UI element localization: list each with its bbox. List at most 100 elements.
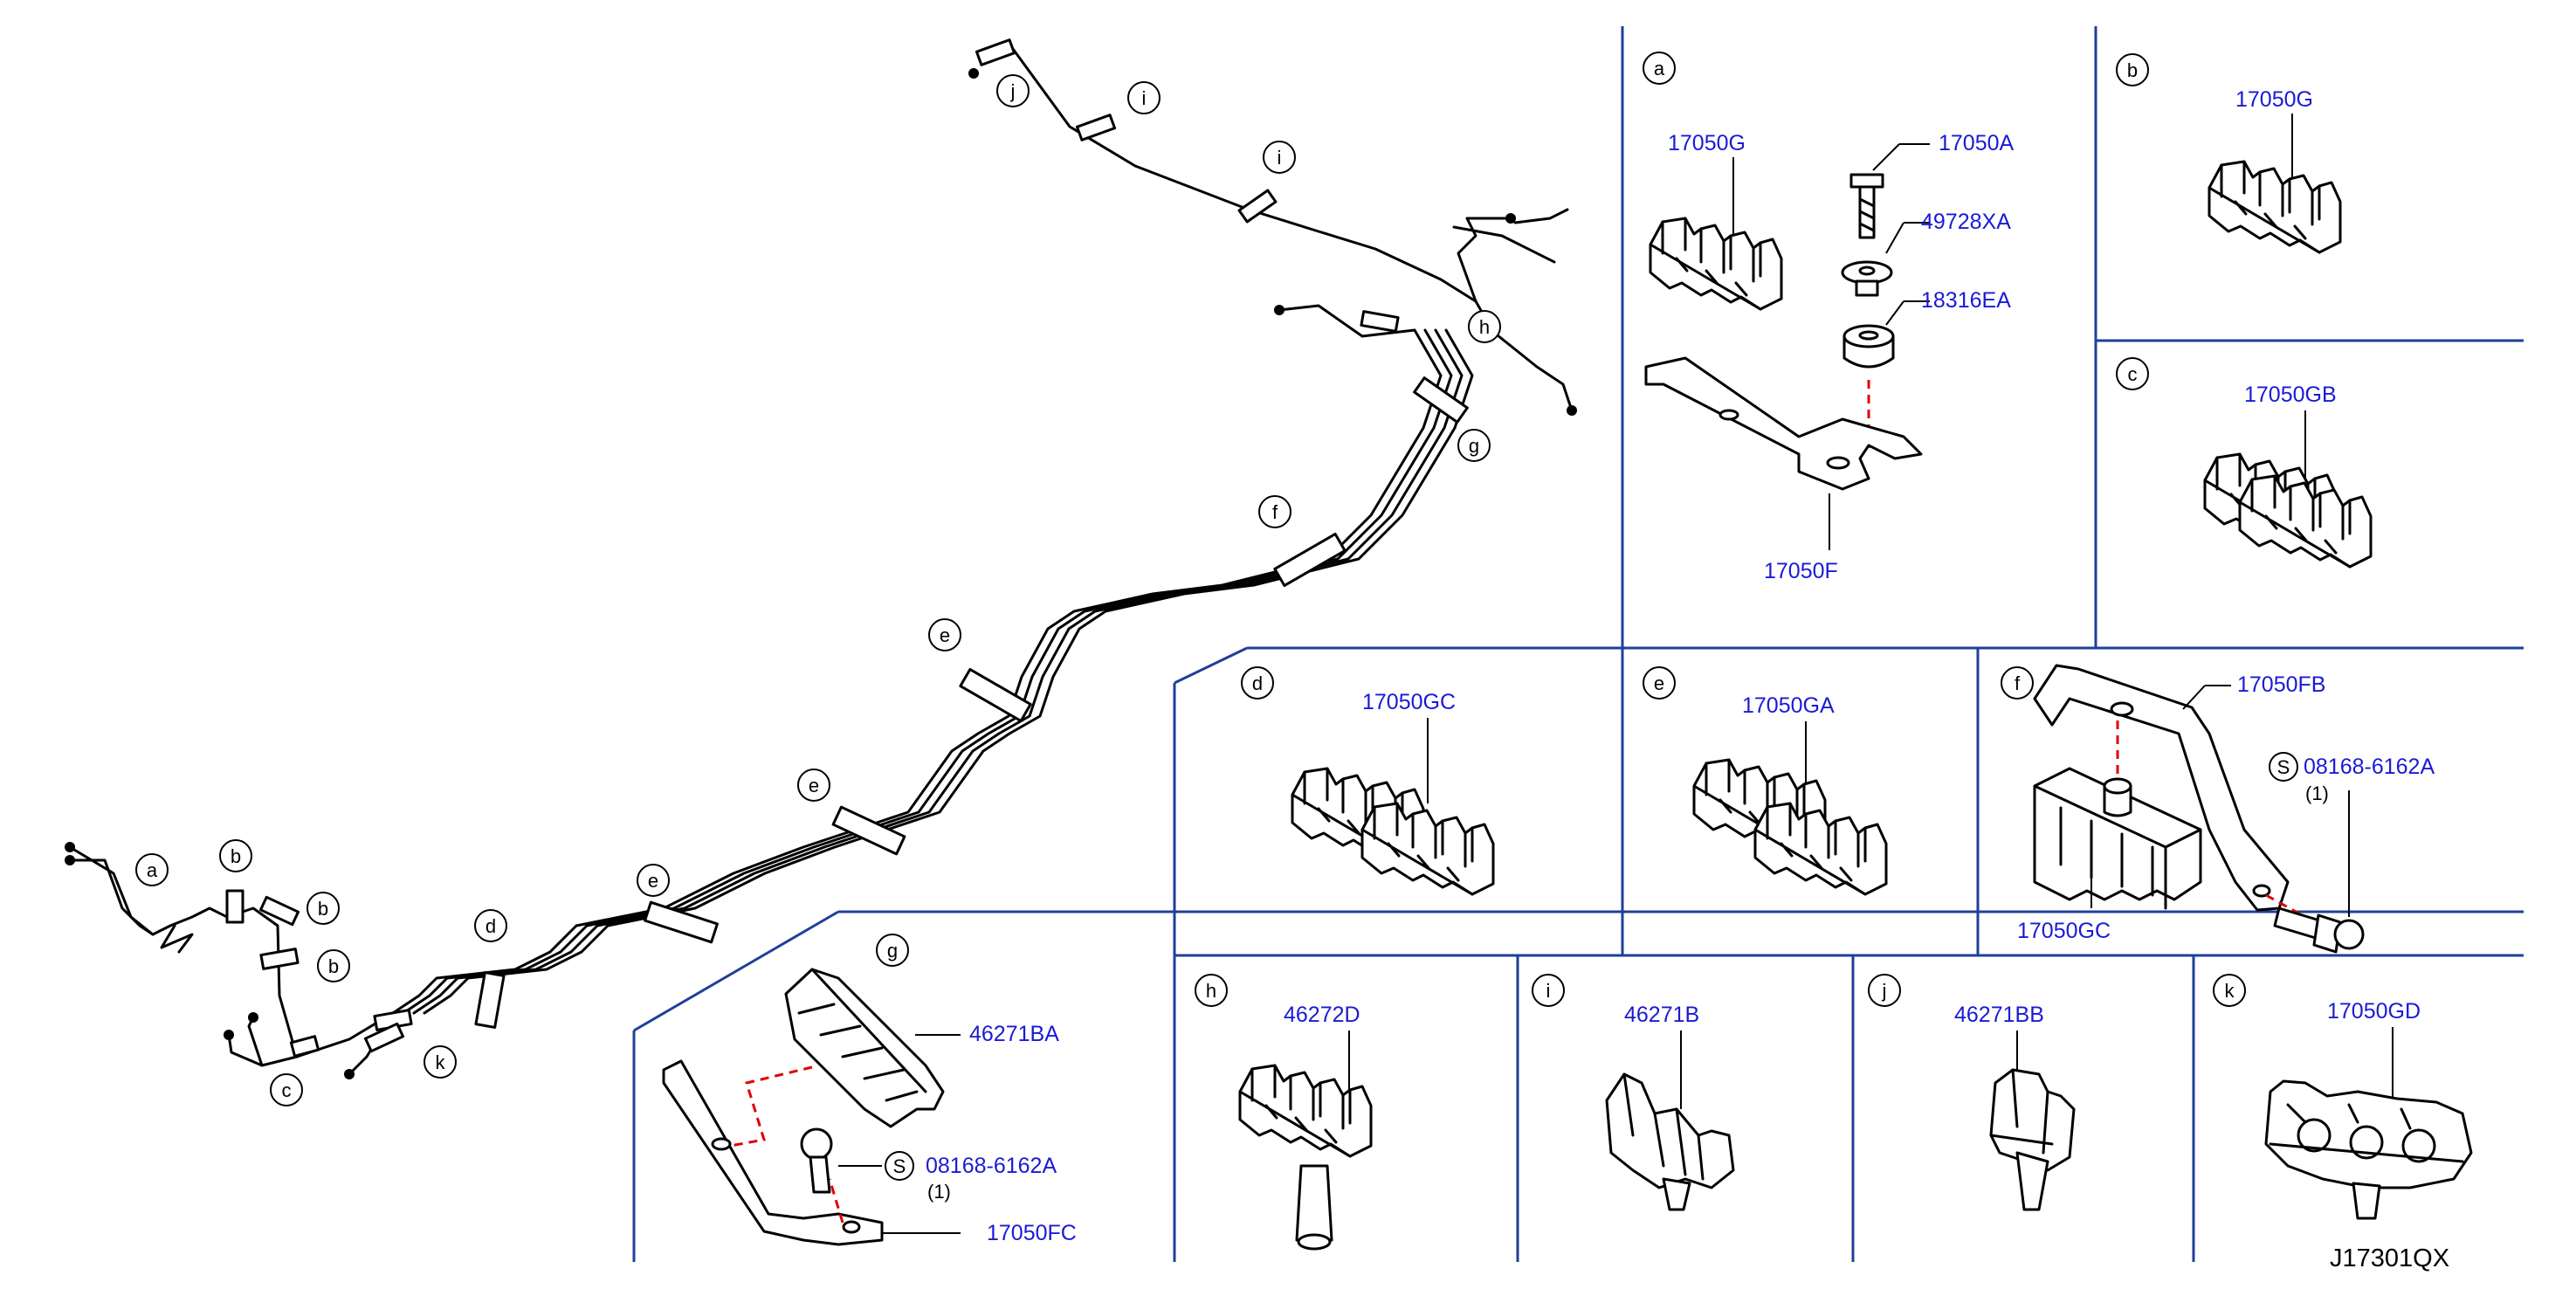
- part-number: 46272D: [1284, 1003, 1360, 1027]
- callout-label: e: [1654, 672, 1664, 694]
- callout-label: d: [1252, 672, 1263, 694]
- callout-label: i: [1278, 147, 1282, 169]
- callout-circle: b: [2116, 53, 2149, 86]
- callout-circle: i: [1127, 81, 1161, 114]
- quantity: (1): [2305, 782, 2329, 804]
- bolt-icon: [800, 1127, 833, 1194]
- panel-h: h 46272D: [1195, 974, 1373, 1251]
- callout-circle: j: [1868, 974, 1901, 1007]
- part-number: 17050GA: [1742, 693, 1835, 718]
- callout-label: a: [147, 859, 158, 881]
- bolt-icon: [2273, 907, 2365, 954]
- part-number: 17050GB: [2244, 383, 2337, 407]
- callout-circle: b: [307, 892, 340, 925]
- callout-label: e: [809, 775, 819, 796]
- callout-label: f: [1272, 501, 1278, 523]
- panel-c: c 17050GB: [2116, 357, 2373, 569]
- callout-circle: k: [424, 1045, 457, 1079]
- bracket-icon: [1644, 356, 1923, 491]
- callout-circle: a: [135, 853, 169, 886]
- grommet-icon: [1842, 324, 1895, 369]
- callout-label: k: [2225, 980, 2235, 1002]
- callout-circle: b: [219, 839, 252, 872]
- panel-b: b 17050G: [2116, 53, 2342, 254]
- part-number: 17050G: [1668, 131, 1746, 155]
- callout-label: h: [1479, 316, 1490, 338]
- part-number: 49728XA: [1921, 210, 2011, 234]
- drawing-code: J17301QX: [2330, 1244, 2449, 1272]
- part-number: 17050FC: [987, 1221, 1077, 1245]
- callout-label: a: [1654, 58, 1665, 79]
- callout-circle: c: [270, 1073, 303, 1106]
- callout-circle: g: [876, 934, 909, 967]
- pipe-clip-icon: [1989, 1068, 2076, 1211]
- bolt-icon: [1849, 173, 1884, 239]
- pipe-routing: [65, 38, 1577, 1079]
- callout-label: i: [1546, 980, 1551, 1002]
- callout-label: c: [2128, 363, 2138, 385]
- callout-circle: h: [1468, 310, 1501, 343]
- bracket-icon: [662, 1059, 884, 1246]
- callout-label: b: [318, 898, 328, 920]
- callout-circle: e: [797, 769, 830, 802]
- panel-f: f 17050FB 17050GC S 08168-6162A (1): [2001, 664, 2435, 954]
- panel-d: d 17050GC: [1241, 666, 1495, 896]
- callout-circle: f: [2001, 666, 2034, 700]
- callout-label: g: [1469, 435, 1479, 457]
- callout-label: k: [436, 1051, 446, 1073]
- callout-circle: e: [637, 864, 670, 897]
- callout-circle: b: [317, 949, 350, 982]
- callout-circle: c: [2116, 357, 2149, 390]
- pipe-clip-icon: [1605, 1072, 1735, 1211]
- pipe-clip-icon: [1238, 1064, 1373, 1158]
- callout-label: i: [1142, 87, 1147, 109]
- callout-label: c: [282, 1079, 292, 1101]
- callout-circle: e: [928, 618, 961, 651]
- clip-block-icon: [2033, 767, 2202, 910]
- callout-circle: h: [1195, 974, 1228, 1007]
- panel-g: g 46271BA 17050FC S 08168-6162A (1): [662, 934, 1077, 1246]
- pipe-clip-icon: [2208, 160, 2342, 254]
- callout-circle: k: [2213, 974, 2246, 1007]
- panel-i: i 46271B: [1532, 974, 1735, 1211]
- part-number: 08168-6162A: [926, 1154, 1057, 1178]
- callout-label: e: [648, 870, 658, 892]
- s-symbol-label: S: [2277, 756, 2290, 778]
- part-number: 17050FB: [2237, 672, 2325, 697]
- part-number: 46271BA: [969, 1022, 1059, 1046]
- panel-frames: [632, 26, 2524, 1262]
- callout-circle: j: [996, 74, 1030, 107]
- pipe-clip-icon: [2238, 474, 2373, 569]
- callout-label: j: [1010, 80, 1016, 102]
- quantity: (1): [927, 1181, 951, 1203]
- part-number: 17050GC: [2017, 919, 2111, 943]
- panel-a: a 17050G 17050A 49728XA 18316EA: [1643, 52, 2015, 583]
- part-number: 17050A: [1939, 131, 2015, 155]
- callout-label: b: [328, 955, 339, 977]
- callout-circle: f: [1258, 495, 1291, 528]
- callout-label: e: [940, 624, 950, 646]
- panel-k: k 17050GD: [2213, 974, 2473, 1220]
- callout-circle: a: [1643, 52, 1676, 85]
- panel-e: e 17050GA: [1643, 666, 1888, 896]
- clamp-clip-icon: [2264, 1079, 2473, 1220]
- callout-circle: d: [474, 909, 507, 942]
- callout-label: j: [1882, 980, 1887, 1002]
- callout-circle: e: [1643, 666, 1676, 700]
- callout-label: h: [1206, 980, 1216, 1002]
- part-number: 17050GC: [1362, 690, 1456, 714]
- s-symbol: S: [885, 1151, 914, 1181]
- callout-circle: i: [1532, 974, 1565, 1007]
- pipe-clip-icon: [1753, 802, 1888, 896]
- callout-label: b: [2127, 59, 2138, 81]
- part-number: 46271BB: [1954, 1003, 2044, 1027]
- pipe-clip-icon: [1649, 217, 1783, 311]
- part-number: 18316EA: [1921, 288, 2011, 313]
- callout-circle: d: [1241, 666, 1274, 700]
- panel-j: j 46271BB: [1868, 974, 2076, 1211]
- part-number: 17050GD: [2327, 999, 2421, 1024]
- callout-label: g: [887, 940, 898, 962]
- callout-circle: g: [1457, 429, 1491, 462]
- callout-label: f: [2015, 672, 2021, 694]
